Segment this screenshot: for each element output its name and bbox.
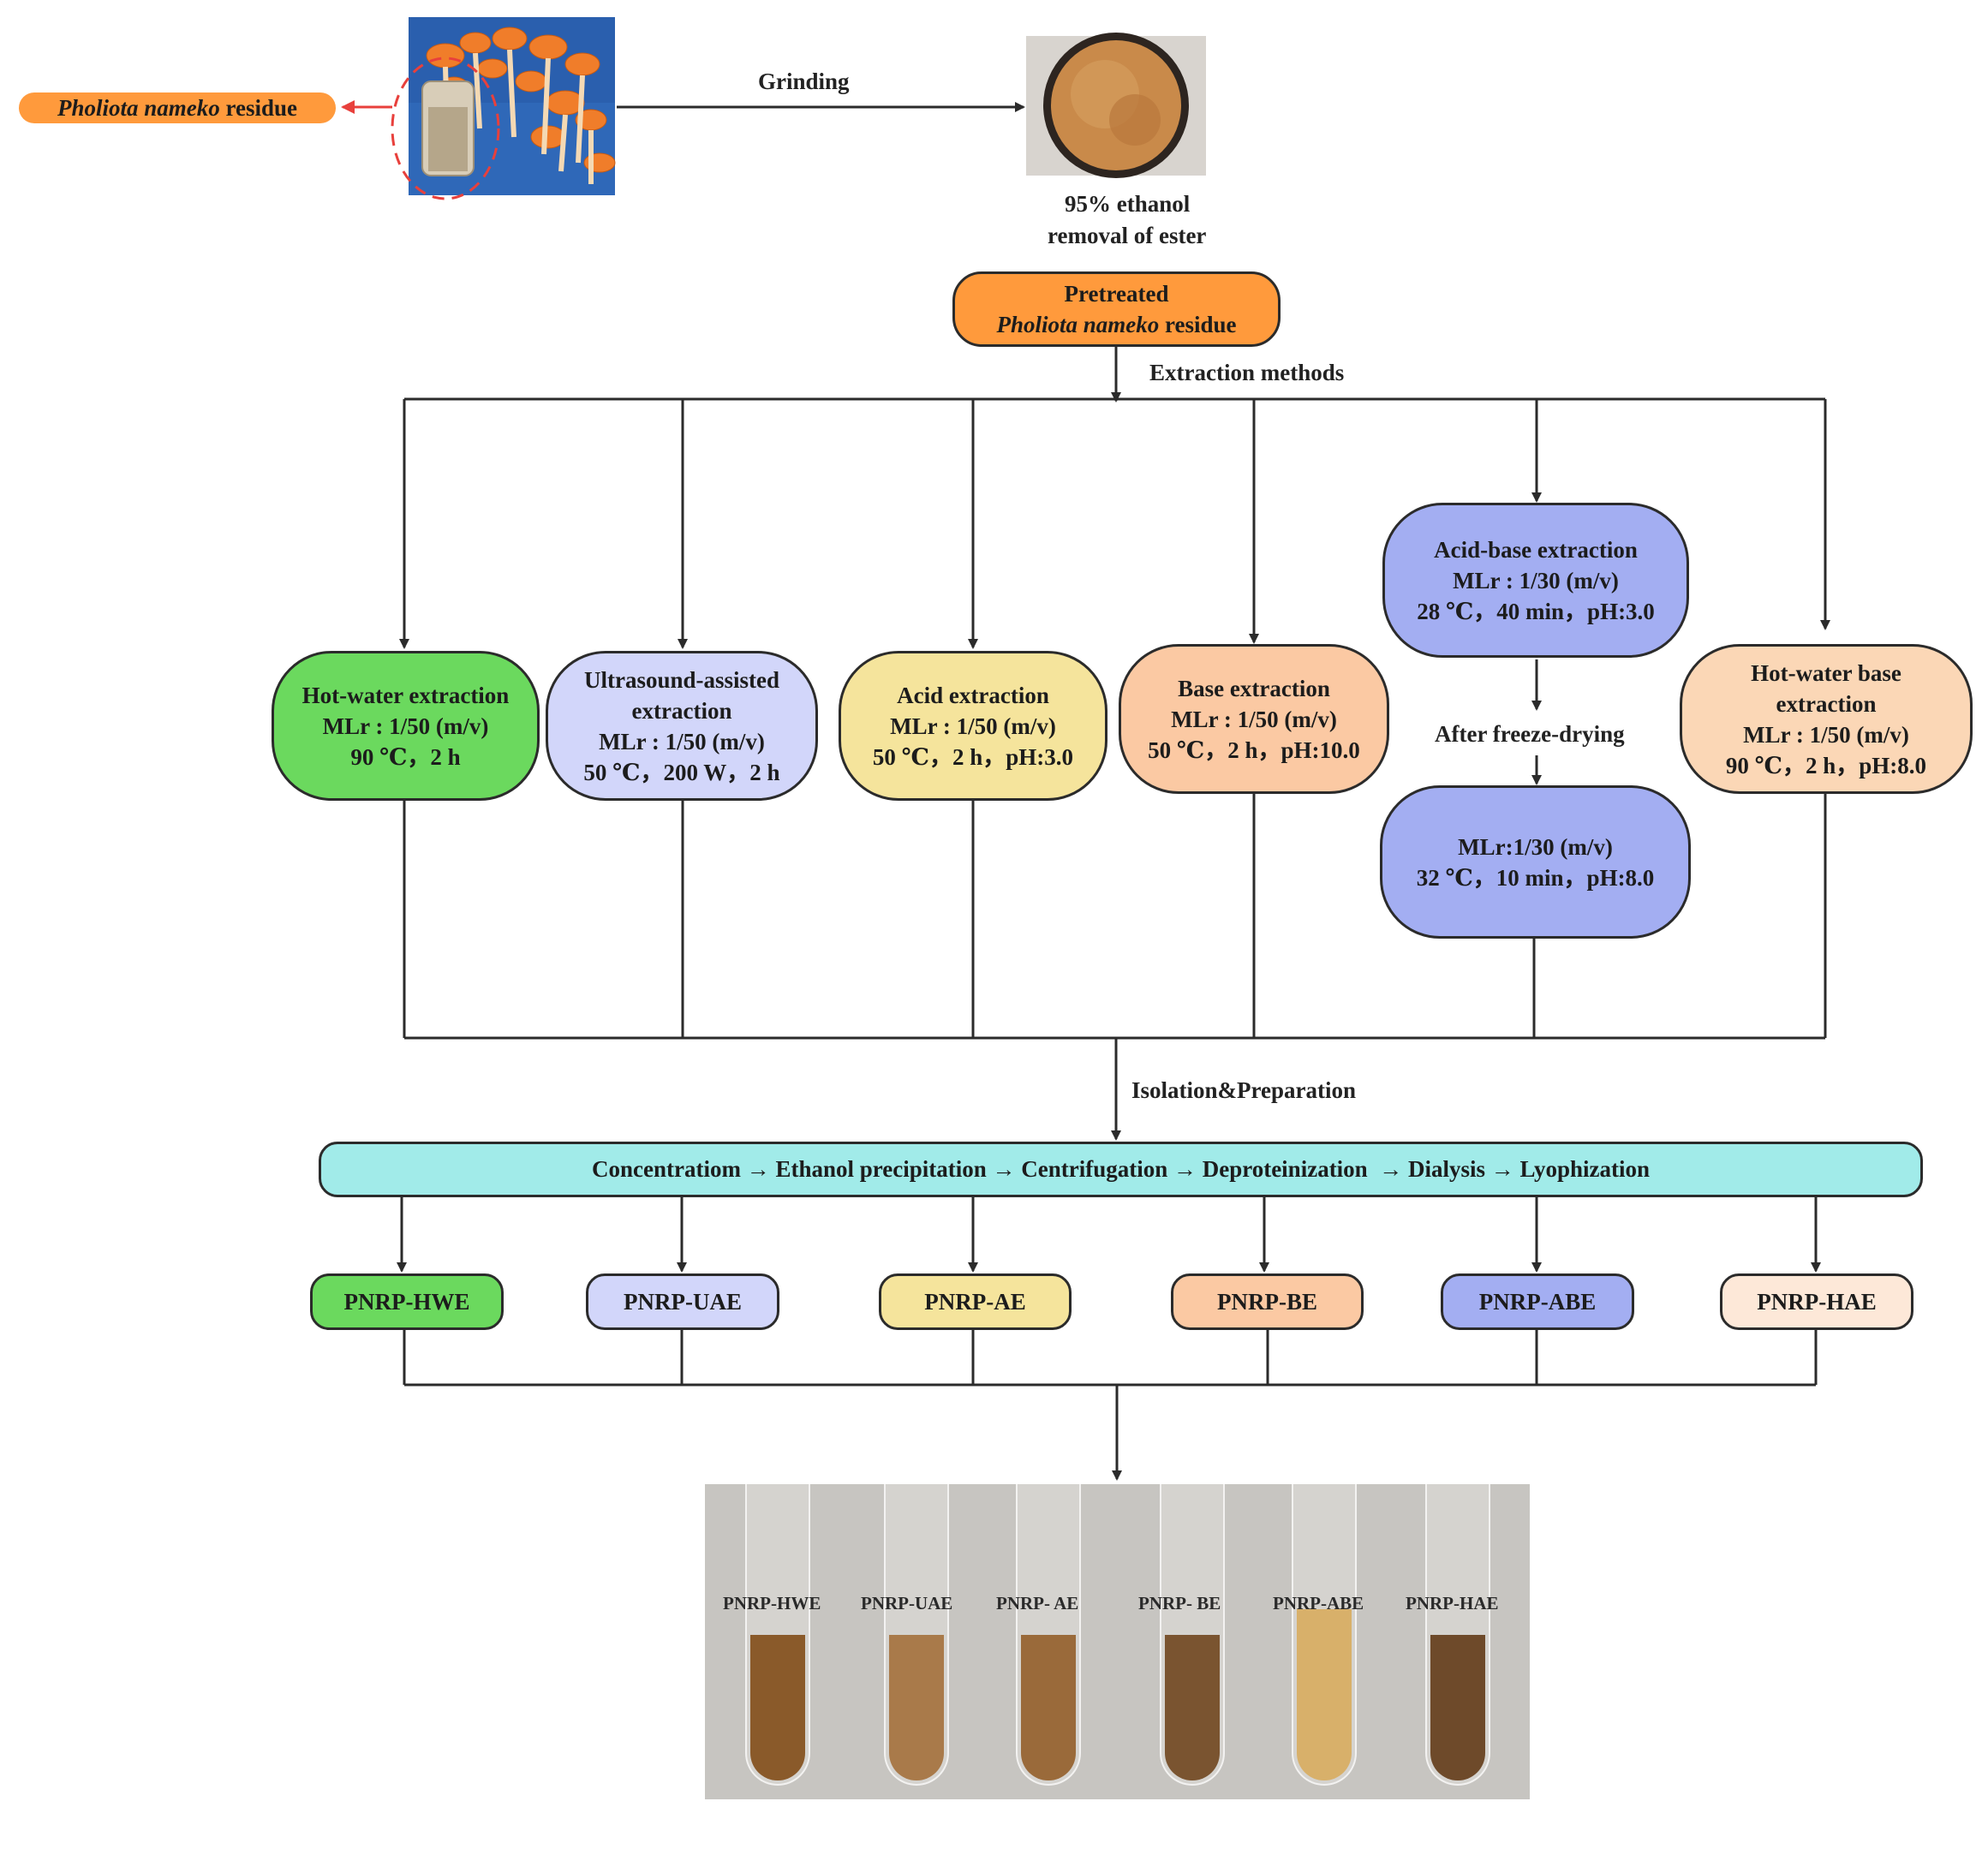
method-line: 50 ℃，2 h，pH:10.0	[1148, 737, 1360, 763]
product-pnrp-hwe: PNRP-HWE	[310, 1273, 504, 1330]
test-tube	[1292, 1484, 1357, 1786]
product-label: PNRP-ABE	[1478, 1288, 1597, 1315]
tube-label: PNRP- AE	[996, 1593, 1079, 1613]
product-label: PNRP-UAE	[624, 1288, 742, 1315]
method-line: MLr : 1/30 (m/v)	[1453, 567, 1619, 593]
method-line: Acid-base extraction	[1434, 536, 1638, 563]
tube-label: PNRP-HWE	[723, 1593, 821, 1613]
residue-label: Pholiota nameko residue	[19, 92, 336, 123]
test-tube	[884, 1484, 949, 1786]
second-step-line: 32 ℃，10 min，pH:8.0	[1416, 864, 1655, 891]
residue-label-rest: residue	[219, 94, 298, 121]
product-pnrp-be: PNRP-BE	[1171, 1273, 1364, 1330]
tube-label: PNRP-HAE	[1406, 1593, 1499, 1613]
method-line: MLr : 1/50 (m/v)	[1743, 721, 1909, 748]
product-pnrp-ae: PNRP-AE	[879, 1273, 1072, 1330]
second-step-line: MLr:1/30 (m/v)	[1458, 833, 1613, 860]
acid-base-second-step: MLr:1/30 (m/v) 32 ℃，10 min，pH:8.0	[1380, 785, 1691, 939]
process-bar: Concentratiom → Ethanol precipitation → …	[319, 1142, 1923, 1197]
tube-sample	[1297, 1609, 1352, 1780]
product-label: PNRP-HAE	[1757, 1288, 1877, 1315]
ethanol-line2: removal of ester	[1048, 223, 1207, 248]
method-line: 28 ℃，40 min，pH:3.0	[1417, 598, 1655, 624]
ethanol-line1: 95% ethanol	[1065, 191, 1191, 217]
method-line: 50 ℃，2 h，pH:3.0	[872, 743, 1074, 770]
test-tube	[1016, 1484, 1081, 1786]
tube-sample	[750, 1635, 805, 1780]
test-tube	[745, 1484, 810, 1786]
residue-label-italic: Pholiota nameko	[57, 94, 220, 121]
method-line: Hot-water extraction	[301, 682, 510, 708]
pretreated-box: Pretreated Pholiota nameko residue	[952, 271, 1281, 347]
after-freeze-label: After freeze-drying	[1435, 721, 1625, 747]
tube-label: PNRP-ABE	[1273, 1593, 1364, 1613]
tube-sample	[1165, 1635, 1220, 1780]
pretreated-line1: Pretreated	[1064, 281, 1169, 307]
method-line: extraction	[1776, 690, 1877, 717]
extraction-methods-label: Extraction methods	[1149, 360, 1345, 385]
method-line: 50 ℃，200 W，2 h	[583, 759, 780, 785]
mushroom-photo	[391, 17, 616, 200]
product-pnrp-hae: PNRP-HAE	[1720, 1273, 1913, 1330]
tube-sample	[1021, 1635, 1076, 1780]
product-label: PNRP-AE	[924, 1288, 1026, 1315]
method-line: Base extraction	[1178, 675, 1330, 701]
tube-label: PNRP- BE	[1138, 1593, 1221, 1613]
method-line: Ultrasound-assisted	[583, 666, 780, 693]
test-tube	[1425, 1484, 1490, 1786]
product-label: PNRP-HWE	[343, 1288, 470, 1315]
method-line: MLr : 1/50 (m/v)	[890, 713, 1056, 739]
pretreated-line2-rest: residue	[1159, 312, 1237, 337]
tube-sample	[889, 1635, 944, 1780]
test-tube	[1160, 1484, 1225, 1786]
process-bar-text: Concentratiom → Ethanol precipitation → …	[591, 1156, 1651, 1182]
product-pnrp-uae: PNRP-UAE	[586, 1273, 779, 1330]
tube-sample	[1430, 1635, 1485, 1780]
product-label: PNRP-BE	[1217, 1288, 1317, 1315]
tubes-photo	[705, 1484, 1530, 1799]
method-line: MLr : 1/50 (m/v)	[322, 713, 489, 739]
method-line: Acid extraction	[897, 682, 1049, 708]
method-line: 90 ℃，2 h，pH:8.0	[1725, 752, 1927, 778]
grinding-label: Grinding	[758, 69, 850, 94]
method-line: extraction	[631, 697, 732, 724]
method-line: MLr : 1/50 (m/v)	[1171, 706, 1337, 732]
ground-residue-photo	[1026, 33, 1206, 178]
method-line: MLr : 1/50 (m/v)	[599, 728, 765, 755]
method-line: 90 ℃，2 h	[350, 743, 461, 770]
pretreated-line2-italic: Pholiota nameko	[996, 312, 1160, 337]
method-line: Hot-water base	[1751, 659, 1901, 686]
isolation-label: Isolation&Preparation	[1131, 1077, 1356, 1103]
product-pnrp-abe: PNRP-ABE	[1441, 1273, 1634, 1330]
tube-label: PNRP-UAE	[861, 1593, 953, 1613]
